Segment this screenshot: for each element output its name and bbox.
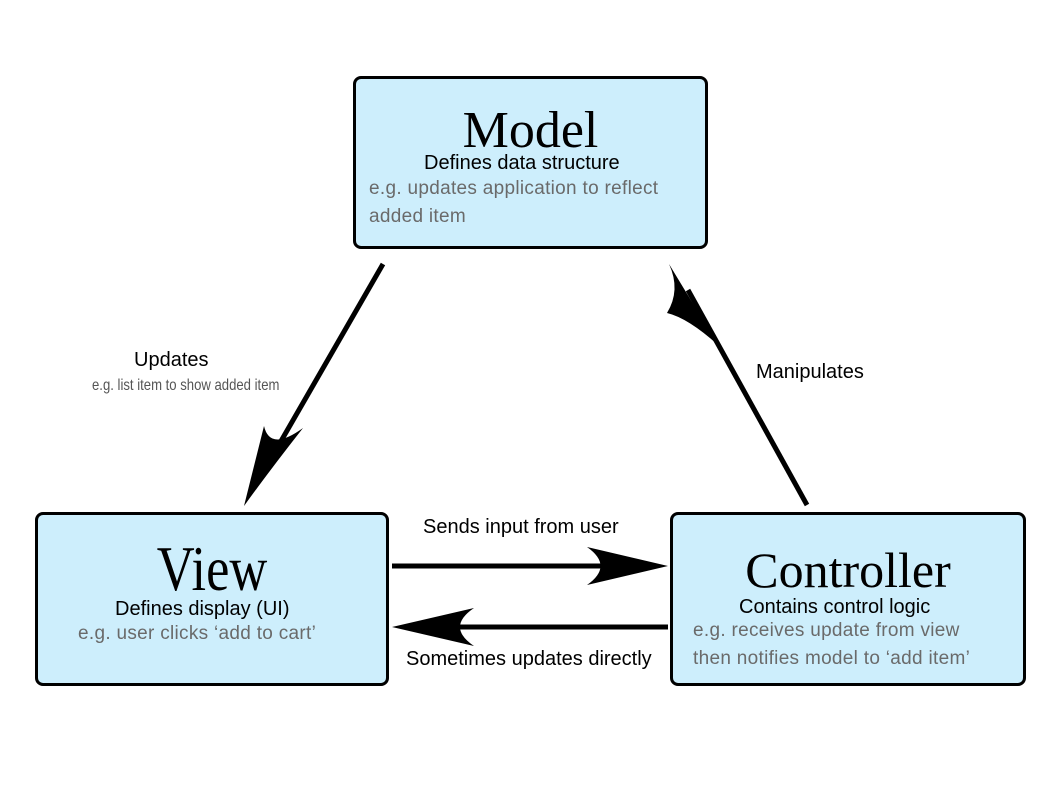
updates-example: e.g. list item to show added item [92,377,280,394]
arrow-view-to-controller [392,547,668,585]
model-subtitle: Defines data structure [424,152,620,174]
model-box: Model Defines data structure e.g. update… [353,76,708,249]
view-subtitle: Defines display (UI) [115,598,290,620]
controller-title: Controller [745,542,951,598]
model-example-line2: added item [369,206,467,227]
arrow-controller-to-model [667,264,810,507]
view-example: e.g. user clicks ‘add to cart’ [78,623,317,644]
sometimes-updates-label: Sometimes updates directly [406,648,652,670]
model-example-line1: e.g. updates application to reflect [369,178,659,199]
updates-label: Updates [134,349,209,371]
controller-box: Controller Contains control logic e.g. r… [670,512,1026,686]
controller-example-line1: e.g. receives update from view [693,620,960,641]
arrow-model-to-view [244,262,386,506]
manipulates-label: Manipulates [756,361,864,383]
view-title: View [156,533,268,604]
arrow-controller-to-view [392,608,668,646]
controller-example-line2: then notifies model to ‘add item’ [693,648,971,669]
view-box: View Defines display (UI) e.g. user clic… [35,512,389,686]
sends-input-label: Sends input from user [423,516,619,538]
controller-subtitle: Contains control logic [739,596,931,618]
model-title: Model [462,102,599,159]
